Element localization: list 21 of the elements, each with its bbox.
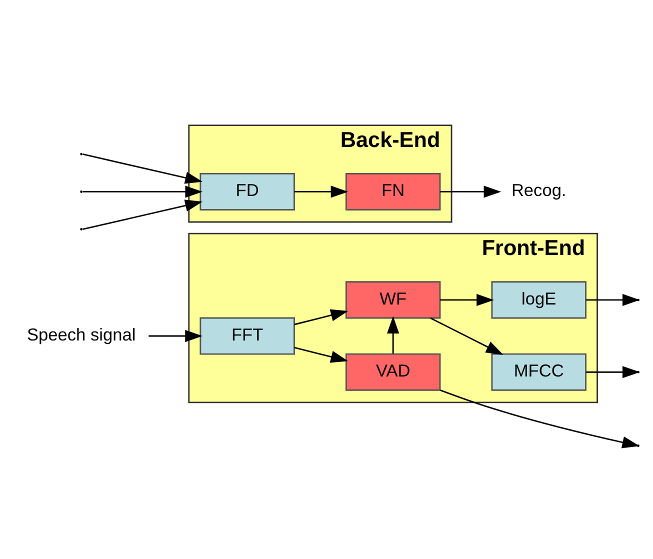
arrow	[430, 317, 504, 354]
arrow	[387, 316, 400, 353]
arrow	[440, 293, 494, 306]
arrow	[294, 185, 348, 198]
node-box: VAD	[345, 352, 441, 390]
arrow	[82, 199, 203, 230]
node-text: Speech signal	[27, 324, 136, 344]
arrow	[440, 388, 640, 448]
arrow	[148, 329, 202, 342]
node-box: logE	[491, 280, 586, 318]
node-box: MFCC	[491, 352, 586, 390]
arrow	[294, 308, 348, 325]
node-box: FN	[345, 172, 441, 210]
node-box: WF	[345, 280, 441, 318]
node-box: FD	[200, 172, 295, 210]
arrow	[294, 346, 348, 362]
node-text: Recog.	[511, 180, 566, 200]
arrow	[82, 185, 203, 198]
arrow	[82, 153, 203, 184]
arrow	[440, 185, 502, 198]
node-box: FFT	[200, 316, 295, 354]
